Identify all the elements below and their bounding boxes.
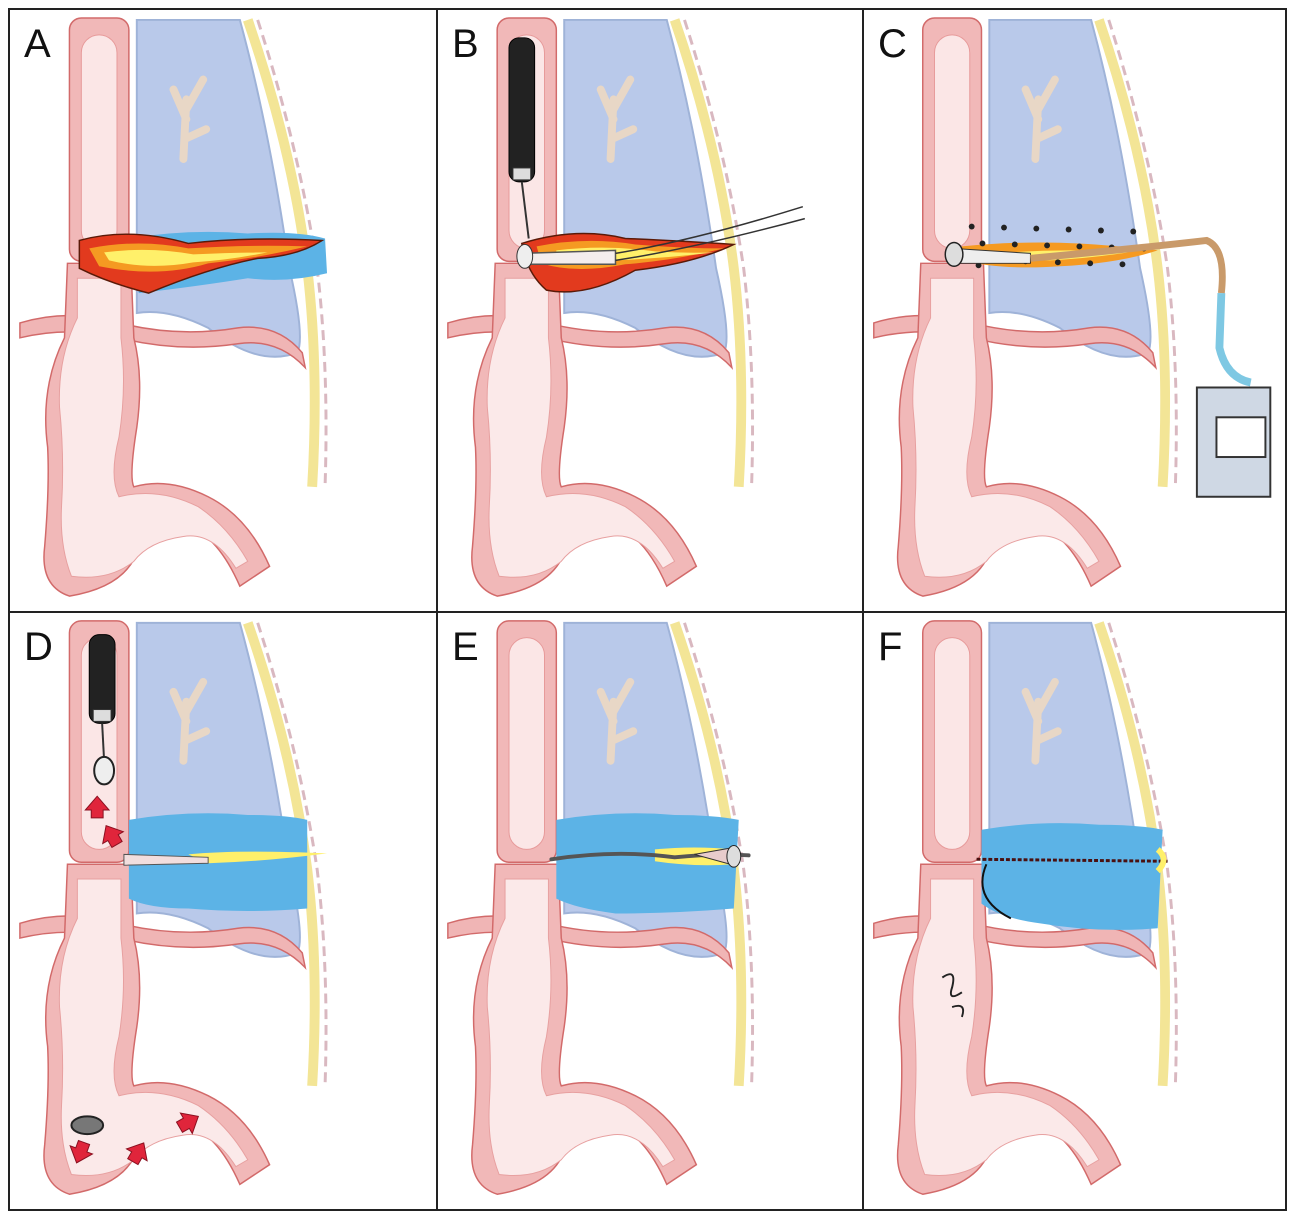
- lung: [989, 20, 1150, 357]
- panel-a-label: A: [24, 24, 51, 64]
- debris-dot: [1012, 241, 1018, 247]
- esophagus-lumen: [509, 638, 544, 850]
- debris-dot: [1001, 225, 1007, 231]
- panel-f-label: F: [878, 627, 902, 667]
- debris-dot: [980, 240, 986, 246]
- debris-dot: [1055, 259, 1061, 265]
- endoscope: [509, 38, 535, 182]
- panel-e-label: E: [452, 627, 479, 667]
- esophagus-lumen: [81, 35, 117, 249]
- panel-c-label: C: [878, 24, 907, 64]
- vacuum-hose: [1219, 293, 1250, 382]
- debris-dot: [1120, 261, 1126, 267]
- panel-b-illustration: [438, 10, 862, 611]
- sponge-in-stomach: [71, 1116, 103, 1134]
- panel-c-illustration: [864, 10, 1285, 611]
- panel-d-illustration: [10, 613, 436, 1209]
- esophagus-lumen: [934, 638, 969, 850]
- panel-b-label: B: [452, 24, 479, 64]
- drain-tip: [727, 845, 741, 867]
- clip: [517, 244, 533, 268]
- panel-a: A: [8, 8, 438, 613]
- lung: [137, 20, 300, 357]
- drain-tube: [522, 250, 616, 264]
- panel-f: F: [862, 611, 1287, 1211]
- debris-dot: [1130, 229, 1136, 235]
- panel-d: D: [8, 611, 438, 1211]
- panel-e-illustration: [438, 613, 862, 1209]
- debris-dot: [1033, 226, 1039, 232]
- debris-dot: [1098, 228, 1104, 234]
- debris-dot: [969, 224, 975, 230]
- panel-a-illustration: [10, 10, 436, 611]
- panel-c: C: [862, 8, 1287, 613]
- sponge-tip: [945, 242, 963, 266]
- panel-e: E: [436, 611, 864, 1211]
- retrieved-sponge: [94, 757, 114, 785]
- esophagus-lumen: [934, 35, 969, 249]
- panel-b: B: [436, 8, 864, 613]
- inflammation-blue: [981, 823, 1162, 930]
- lung: [564, 20, 726, 357]
- debris-dot: [1087, 260, 1093, 266]
- panel-f-illustration: [864, 613, 1285, 1209]
- pump-panel: [1216, 417, 1265, 457]
- panel-d-label: D: [24, 627, 53, 667]
- endoscope-tip: [93, 710, 111, 722]
- debris-dot: [1044, 242, 1050, 248]
- endoscope-tip: [513, 168, 531, 180]
- debris-dot: [1066, 227, 1072, 233]
- debris-dot: [1076, 243, 1082, 249]
